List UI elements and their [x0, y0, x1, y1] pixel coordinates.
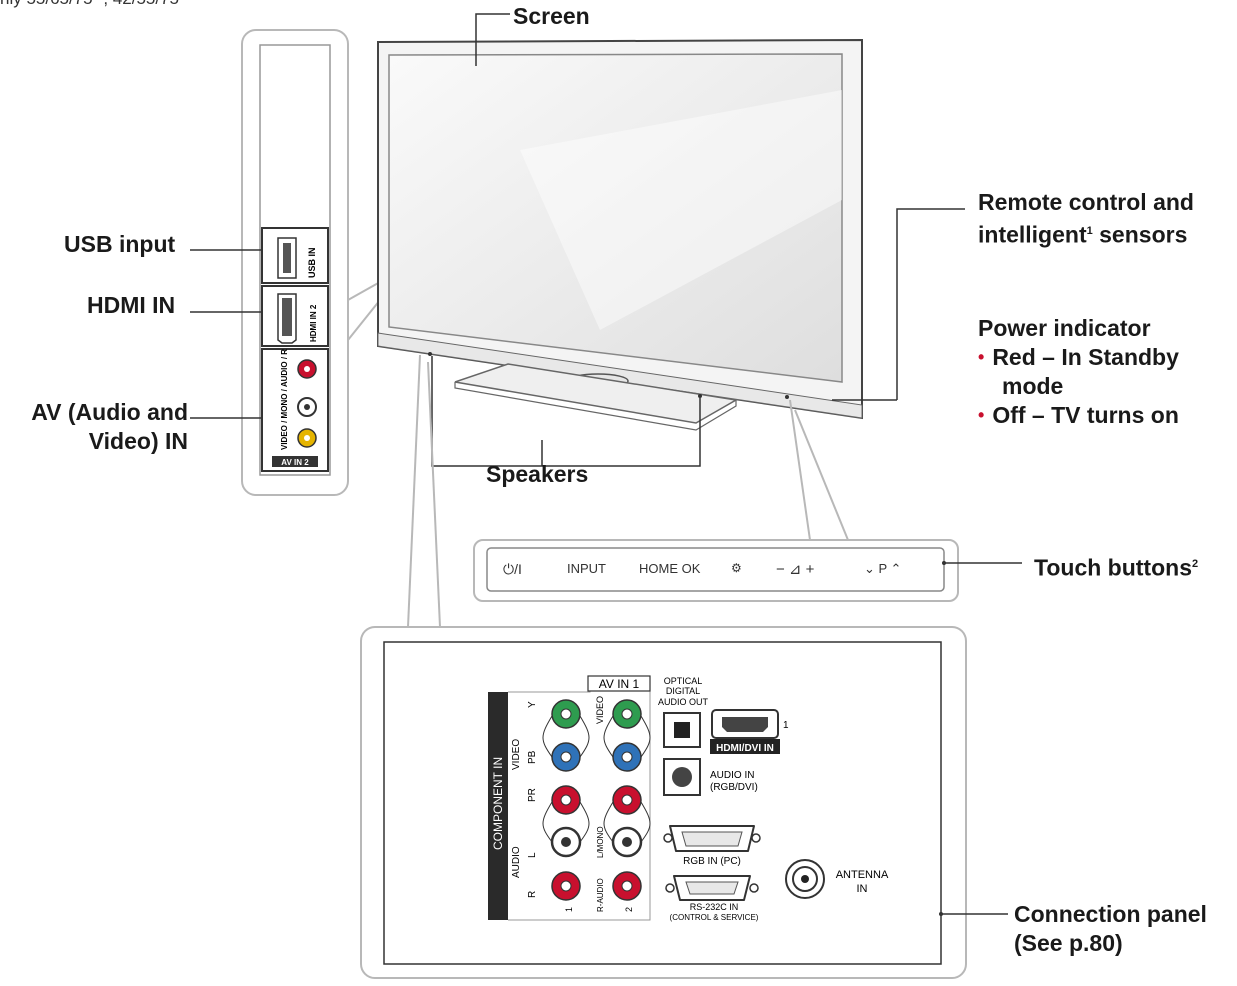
rs232-label-2: (CONTROL & SERVICE)	[670, 913, 759, 922]
touch-buttons-callout	[473, 399, 1022, 602]
optical-label-1: OPTICAL	[664, 676, 703, 686]
label-power-bullet-1: •Red – In Standby	[978, 344, 1179, 370]
touch-settings-icon: ⚙	[731, 561, 742, 575]
hdmi-1-num: 1	[783, 720, 789, 731]
touch-inner	[486, 547, 945, 592]
speakers-bracket	[431, 356, 701, 467]
footnote-2: 2	[1191, 558, 1199, 570]
r-label: R	[527, 891, 538, 898]
touch-volume-buttons: − ⊿ +	[776, 561, 815, 578]
l-label: L	[527, 852, 538, 858]
antenna-label-1: ANTENNA	[836, 869, 889, 881]
mono-vert-label: L/MONO	[596, 826, 605, 858]
label-speakers: Speakers	[486, 461, 589, 487]
antenna-label-2: IN	[857, 883, 868, 895]
one-label: 1	[564, 907, 574, 912]
label-screen: Screen	[513, 3, 590, 29]
audio-vert-label: AUDIO	[511, 846, 522, 878]
label-power-bullet-1-cont: mode	[1002, 373, 1064, 399]
tv-screen	[388, 53, 843, 383]
av-in-2-label: AV IN 2	[281, 458, 309, 467]
av-in-1-jacks	[603, 699, 651, 901]
rgb-in-label: RGB IN (PC)	[683, 856, 741, 867]
rs232-label-1: RS-232C IN	[690, 902, 739, 912]
side-panel-outer	[241, 29, 349, 496]
touch-home-ok-button: HOME OK	[639, 561, 701, 576]
usb-port-block: USB IN	[261, 227, 329, 284]
sensor-leader	[896, 208, 965, 400]
label-power-title: Power indicator	[978, 315, 1151, 341]
touch-input-button: INPUT	[567, 561, 606, 576]
component-jacks	[542, 699, 590, 901]
label-av-line1: AV (Audio and	[31, 399, 188, 425]
conn-inner	[383, 641, 942, 965]
audio-in-label-2: (RGB/DVI)	[710, 782, 758, 793]
side-panel-connector-bottom	[347, 299, 381, 341]
label-power-bullet-2: •Off – TV turns on	[978, 402, 1179, 428]
hdmi-dvi-label: HDMI/DVI IN	[716, 743, 774, 754]
touch-power-button: ⏻/I	[503, 561, 522, 577]
component-in-bar	[488, 692, 508, 920]
side-panel-callout: USB IN HDMI IN 2 VIDEO / MONO / AUDIO / …	[241, 29, 381, 496]
screen-leader	[475, 13, 510, 66]
label-usb-input: USB input	[64, 231, 176, 257]
av-video-vert-label: VIDEO	[595, 696, 605, 724]
touch-connector-left	[789, 399, 811, 541]
audio-in-label-1: AUDIO IN	[710, 770, 754, 781]
tv-illustration	[377, 38, 863, 431]
side-panel-connector-top	[347, 281, 381, 301]
footnote-1: 1	[1086, 225, 1093, 237]
label-remote-line2: intelligent1 sensors	[978, 221, 1188, 248]
bullet-icon: •	[978, 347, 985, 367]
r-audio-vert-label: R-AUDIO	[596, 878, 605, 912]
usb-port-label: USB IN	[307, 247, 317, 278]
video-vert-label: VIDEO	[511, 739, 522, 770]
pr-label: PR	[527, 788, 538, 802]
hdmi-port-label: HDMI IN 2	[309, 304, 318, 342]
y-label: Y	[527, 701, 538, 708]
label-conn-line2: (See p.80)	[1014, 930, 1123, 956]
sensor-dot	[785, 395, 789, 399]
header-text: nly 55/65/75" , 42/55/75"	[0, 0, 185, 8]
av-in-1-label: AV IN 1	[599, 677, 640, 691]
label-av-line2: Video) IN	[88, 428, 188, 454]
av-port-label: VIDEO / MONO / AUDIO / R	[280, 349, 289, 450]
label-remote-line1: Remote control and	[978, 189, 1194, 215]
label-connection-panel: Connection panel (See p.80)	[1014, 900, 1207, 958]
touch-connector-right	[794, 409, 849, 541]
speaker-dot-left	[428, 352, 432, 356]
label-remote-sensors: Remote control and intelligent1 sensors	[978, 188, 1194, 250]
speaker-dot-right	[698, 394, 702, 398]
hdmi-port-block: HDMI IN 2	[261, 285, 329, 347]
av-port-block: VIDEO / MONO / AUDIO / R AV IN 2	[261, 348, 329, 472]
optical-label-2: DIGITAL	[666, 686, 700, 696]
conn-connector-left	[407, 354, 421, 628]
label-av-in: AV (Audio and Video) IN	[8, 398, 188, 456]
touch-program-buttons: ⌄ P ⌃	[864, 561, 902, 576]
label-touch-buttons: Touch buttons2	[1034, 554, 1199, 581]
bullet-icon: •	[978, 405, 985, 425]
two-label: 2	[624, 907, 634, 912]
label-hdmi-in: HDMI IN	[87, 292, 176, 318]
label-power-indicator: Power indicator •Red – In Standby mode •…	[978, 314, 1179, 430]
optical-label-3: AUDIO OUT	[658, 697, 709, 707]
label-conn-line1: Connection panel	[1014, 901, 1207, 927]
pb-label: PB	[527, 750, 538, 764]
component-in-label: COMPONENT IN	[491, 757, 505, 850]
conn-connector-right	[427, 361, 441, 628]
connection-panel-callout: COMPONENT IN AV IN 1 VIDEO AUDIO Y PB PR…	[360, 354, 1008, 979]
